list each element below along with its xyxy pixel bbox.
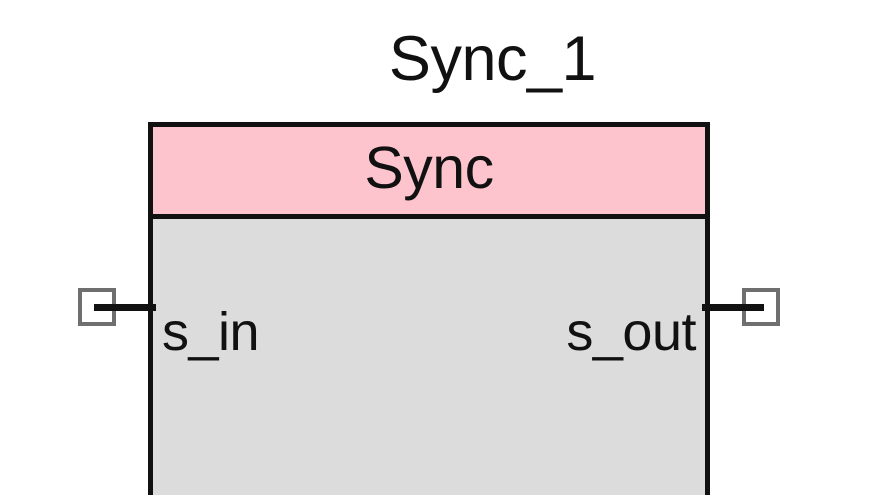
port-connector-s-out[interactable] [702, 288, 780, 332]
block-body: s_in s_out [153, 219, 705, 495]
block-type-label: Sync [364, 135, 494, 201]
port-connector-s-in[interactable] [78, 288, 156, 332]
block-header-band: Sync [153, 127, 705, 219]
port-label-s-out: s_out [566, 302, 696, 362]
sync-block[interactable]: Sync s_in s_out [148, 122, 710, 495]
port-label-s-in: s_in [162, 302, 260, 362]
port-stem-icon [702, 304, 764, 311]
port-stem-icon [94, 304, 156, 311]
block-instance-name: Sync_1 [388, 24, 597, 94]
